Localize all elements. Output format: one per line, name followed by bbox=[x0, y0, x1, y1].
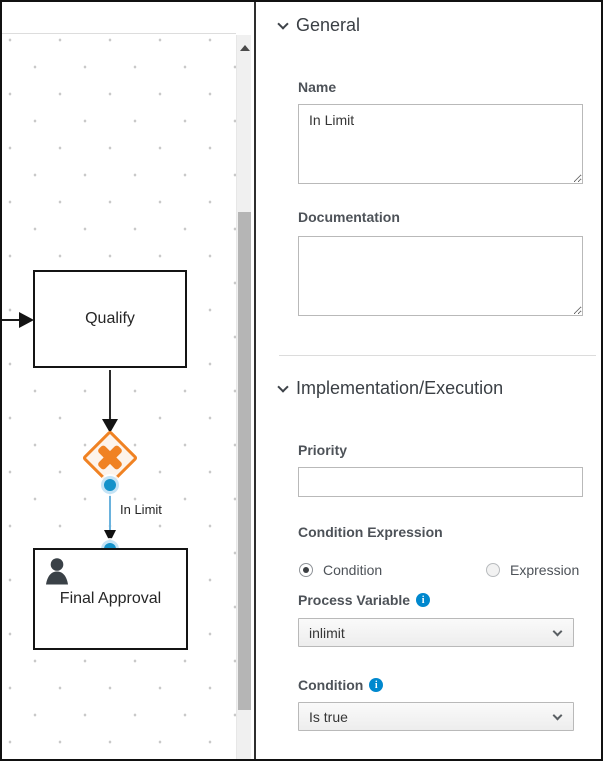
section-divider bbox=[279, 355, 596, 356]
radio-unselected-icon[interactable] bbox=[486, 563, 500, 577]
condition-expression-label: Condition Expression bbox=[298, 524, 443, 540]
name-textarea[interactable]: In Limit bbox=[298, 104, 583, 184]
incoming-sequence-flow[interactable] bbox=[2, 319, 21, 321]
chevron-down-icon bbox=[277, 380, 289, 393]
chevron-down-icon bbox=[552, 710, 563, 720]
section-header-general[interactable]: General bbox=[277, 15, 361, 36]
documentation-textarea[interactable] bbox=[298, 236, 583, 316]
radio-label: Condition bbox=[323, 562, 383, 578]
sequence-flow-arrowhead-icon bbox=[102, 419, 118, 433]
process-variable-label-text: Process Variable bbox=[298, 592, 411, 608]
process-variable-selected-value: inlimit bbox=[309, 624, 345, 641]
canvas-toolbar bbox=[2, 2, 236, 34]
info-circle-icon[interactable]: i bbox=[416, 593, 431, 607]
selected-sequence-flow-in-limit[interactable] bbox=[109, 485, 111, 549]
priority-label: Priority bbox=[298, 442, 348, 458]
task-node-label: Qualify bbox=[85, 310, 135, 327]
task-node-qualify[interactable]: Qualify bbox=[33, 270, 187, 368]
user-task-node-final-approval[interactable]: Final Approval bbox=[33, 548, 188, 650]
chevron-down-icon bbox=[552, 626, 563, 636]
scrollbar-up-arrow-icon[interactable] bbox=[240, 45, 250, 51]
section-title: General bbox=[296, 15, 361, 35]
sequence-flow-qualify-to-gateway[interactable] bbox=[109, 370, 111, 420]
condition-select[interactable]: Is true bbox=[298, 702, 574, 731]
radio-selected-icon[interactable] bbox=[299, 563, 313, 577]
condition-label-text: Condition bbox=[298, 677, 364, 693]
priority-input[interactable] bbox=[298, 467, 583, 497]
diagram-canvas[interactable] bbox=[2, 35, 236, 759]
info-circle-icon[interactable]: i bbox=[369, 678, 384, 692]
sequence-flow-arrowhead-icon bbox=[104, 530, 116, 542]
radio-option-expression[interactable]: Expression bbox=[486, 562, 579, 578]
properties-panel: General Name In Limit Documentation Impl… bbox=[256, 2, 601, 759]
condition-selected-value: Is true bbox=[309, 708, 348, 725]
connection-anchor-start[interactable] bbox=[104, 479, 116, 491]
panel-divider[interactable] bbox=[254, 2, 256, 759]
person-icon bbox=[46, 558, 68, 585]
canvas-scrollbar[interactable] bbox=[236, 35, 251, 759]
incoming-arrowhead-icon bbox=[19, 312, 34, 328]
radio-option-condition[interactable]: Condition bbox=[299, 562, 382, 578]
process-variable-select[interactable]: inlimit bbox=[298, 618, 574, 647]
user-task-label: Final Approval bbox=[59, 590, 162, 607]
chevron-down-icon bbox=[277, 17, 289, 30]
section-title: Implementation/Execution bbox=[296, 378, 504, 398]
section-header-implementation[interactable]: Implementation/Execution bbox=[277, 378, 504, 399]
name-label: Name bbox=[298, 79, 337, 95]
process-variable-label: Process Variable i bbox=[298, 592, 431, 608]
sequence-flow-label: In Limit bbox=[120, 502, 162, 517]
scrollbar-thumb[interactable] bbox=[238, 212, 251, 710]
documentation-label: Documentation bbox=[298, 209, 400, 225]
radio-label: Expression bbox=[510, 562, 580, 578]
condition-label: Condition i bbox=[298, 677, 384, 693]
